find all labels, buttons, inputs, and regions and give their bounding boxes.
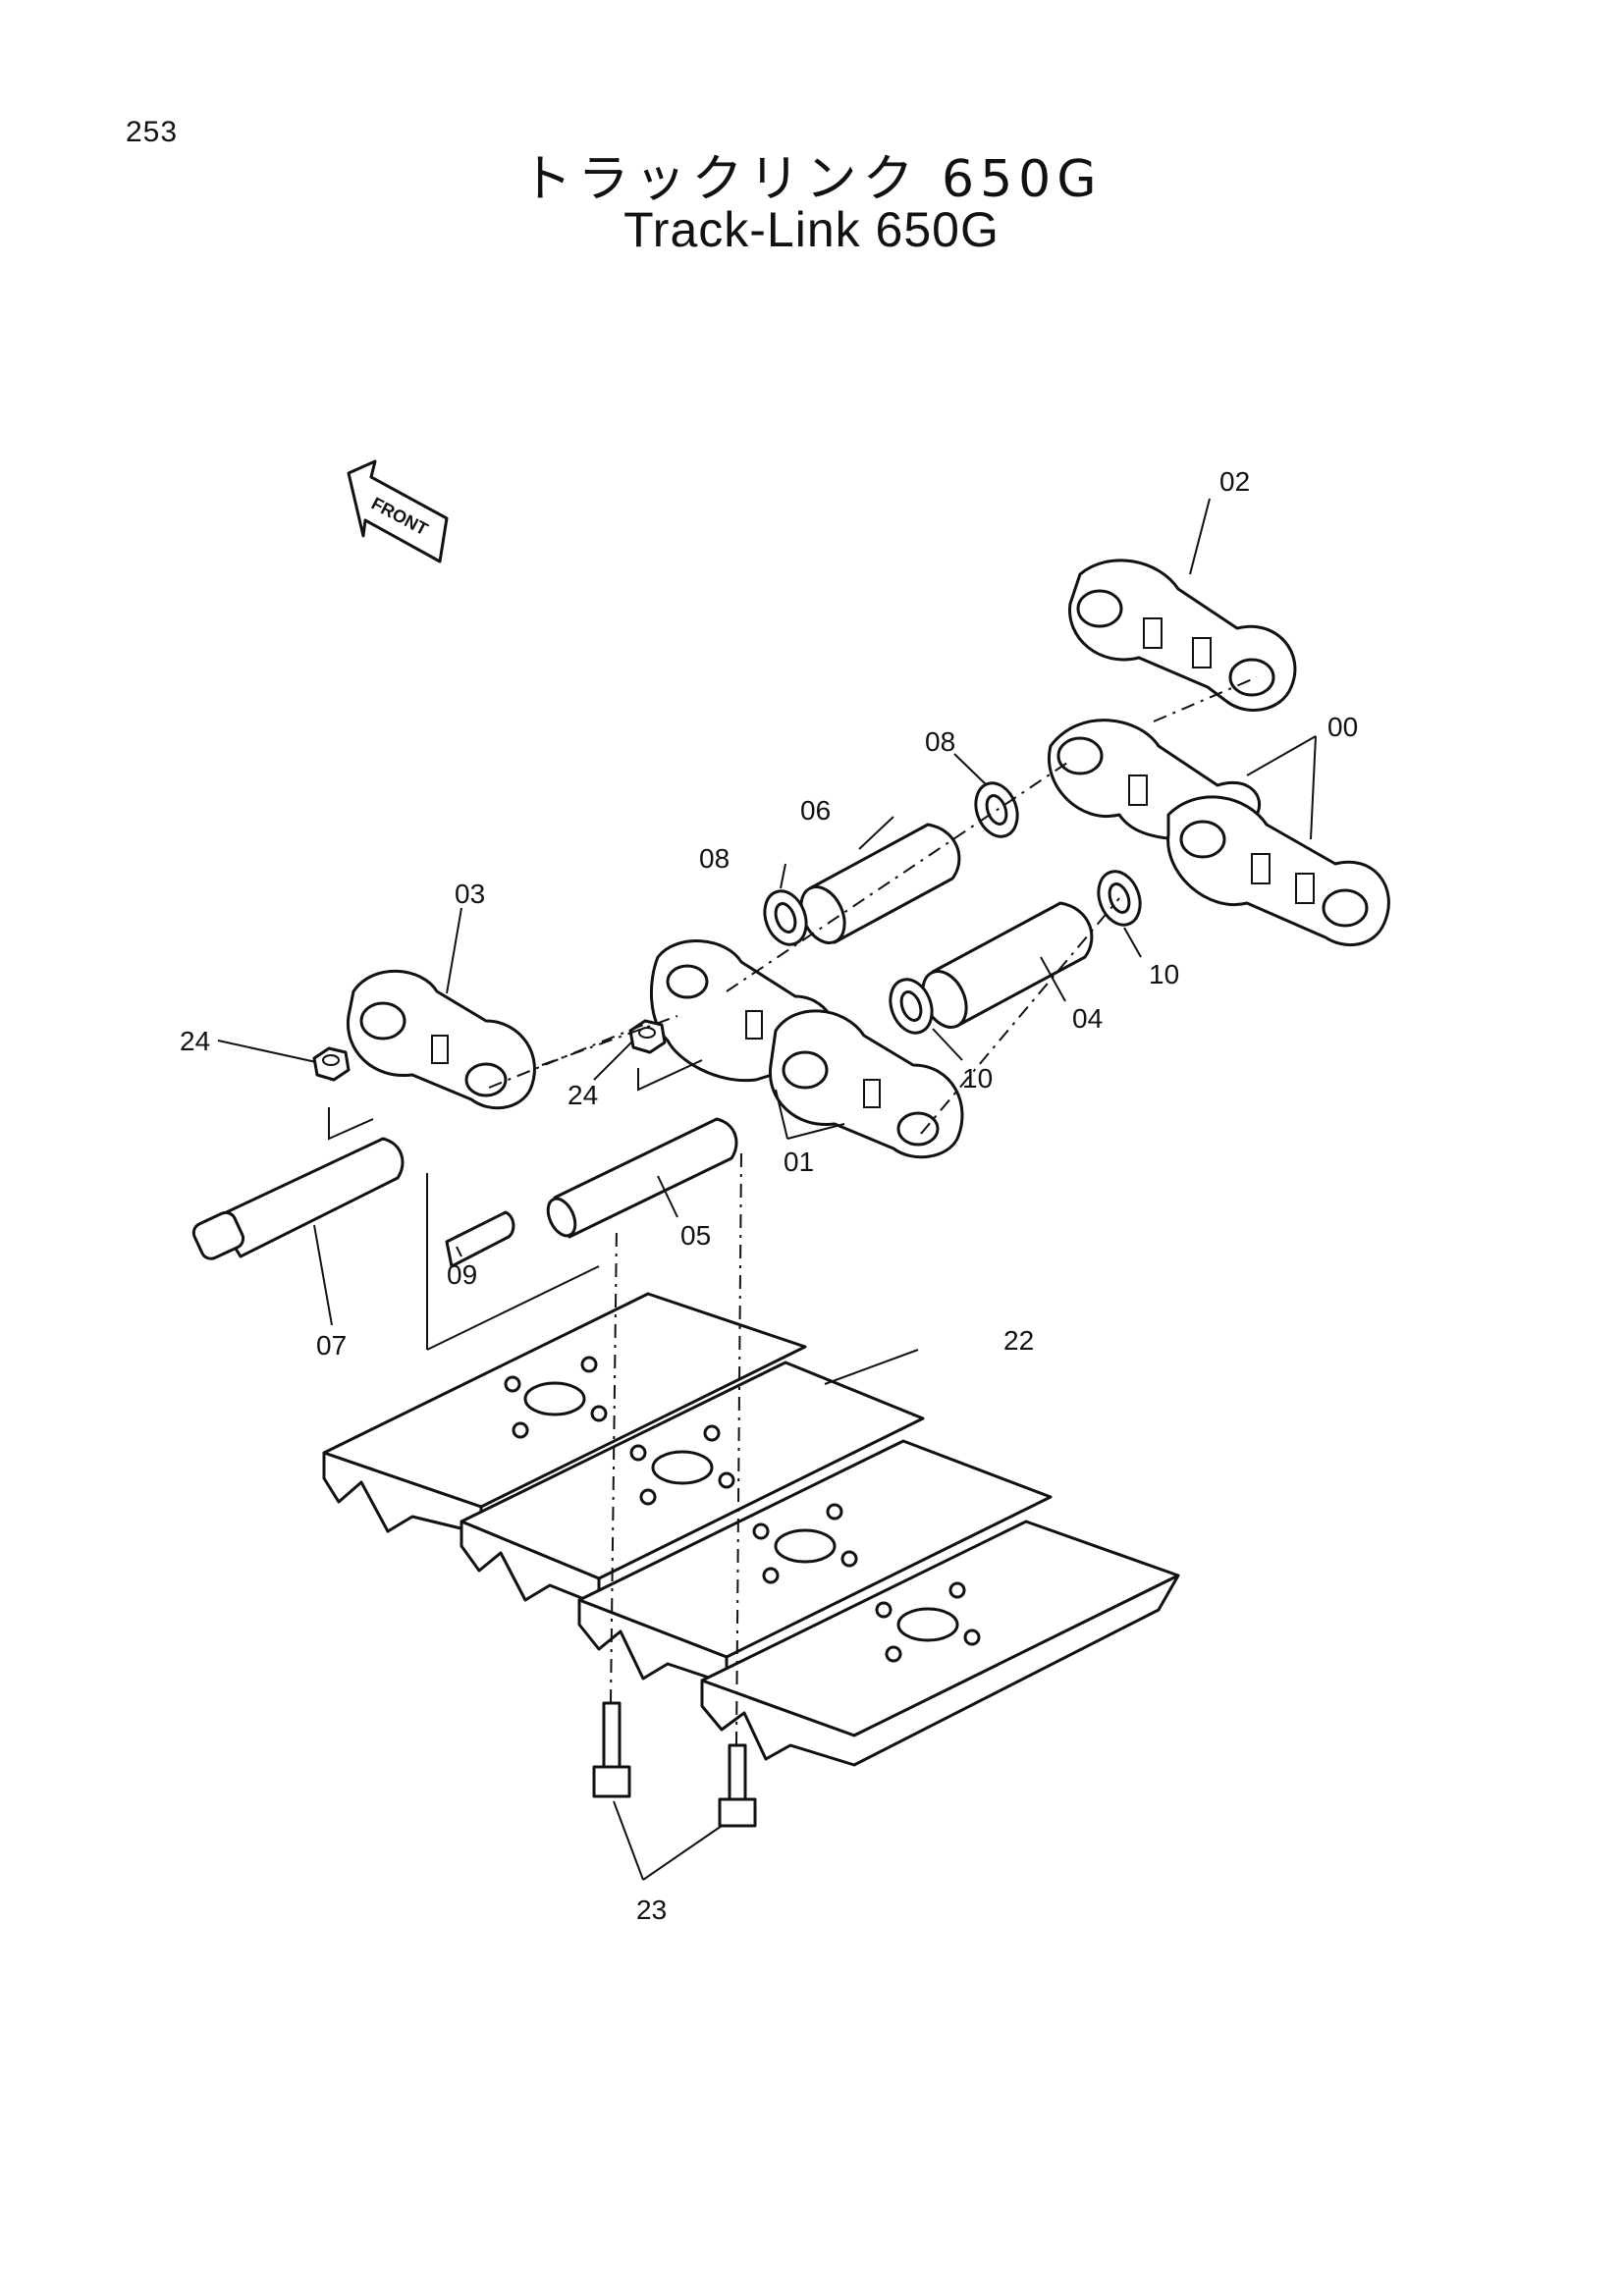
callout-08-left: 08: [699, 843, 730, 874]
callout-06: 06: [800, 795, 831, 826]
bolt-23-left: [592, 1701, 631, 1798]
bolt-23-right: [718, 1743, 757, 1828]
pin-07: [191, 1137, 405, 1260]
link-00-b: [1166, 795, 1390, 946]
assembly-lines: [328, 676, 1258, 1746]
nut-24-middle: [628, 1019, 667, 1054]
callout-10-left: 10: [962, 1063, 993, 1094]
callout-05: 05: [680, 1220, 711, 1251]
callout-labels: 02 00 08 06 08 03 10 04 10 24 24 01 05 0…: [180, 466, 1358, 1925]
callout-08-right: 08: [925, 726, 955, 757]
callout-10-right: 10: [1149, 959, 1179, 989]
callout-02: 02: [1219, 466, 1250, 497]
title-japanese: トラックリンク 650G: [520, 150, 1103, 209]
nut-24-left: [312, 1046, 351, 1082]
pin-09: [445, 1210, 515, 1268]
callout-24-left: 24: [180, 1026, 210, 1056]
callout-04: 04: [1072, 1003, 1103, 1034]
pin-05: [546, 1117, 738, 1239]
title-english: Track-Link 650G: [623, 202, 1000, 257]
page-number: 253: [126, 116, 179, 148]
link-02: [1068, 559, 1297, 712]
callout-22: 22: [1003, 1325, 1034, 1356]
callout-23: 23: [636, 1895, 667, 1925]
callout-03: 03: [455, 879, 485, 909]
callout-00: 00: [1327, 712, 1358, 742]
bushing-06: [799, 823, 961, 944]
leader-lines: [217, 498, 1317, 1881]
callout-07: 07: [316, 1330, 347, 1361]
bushing-04: [921, 901, 1094, 1029]
track-shoes: [322, 1292, 1180, 1767]
link-01-b: [768, 1009, 964, 1159]
callout-09: 09: [447, 1259, 477, 1290]
front-arrow: FRONT: [347, 459, 449, 563]
callout-24-middle: 24: [568, 1080, 598, 1110]
callout-01: 01: [784, 1147, 814, 1177]
link-03: [346, 969, 536, 1110]
